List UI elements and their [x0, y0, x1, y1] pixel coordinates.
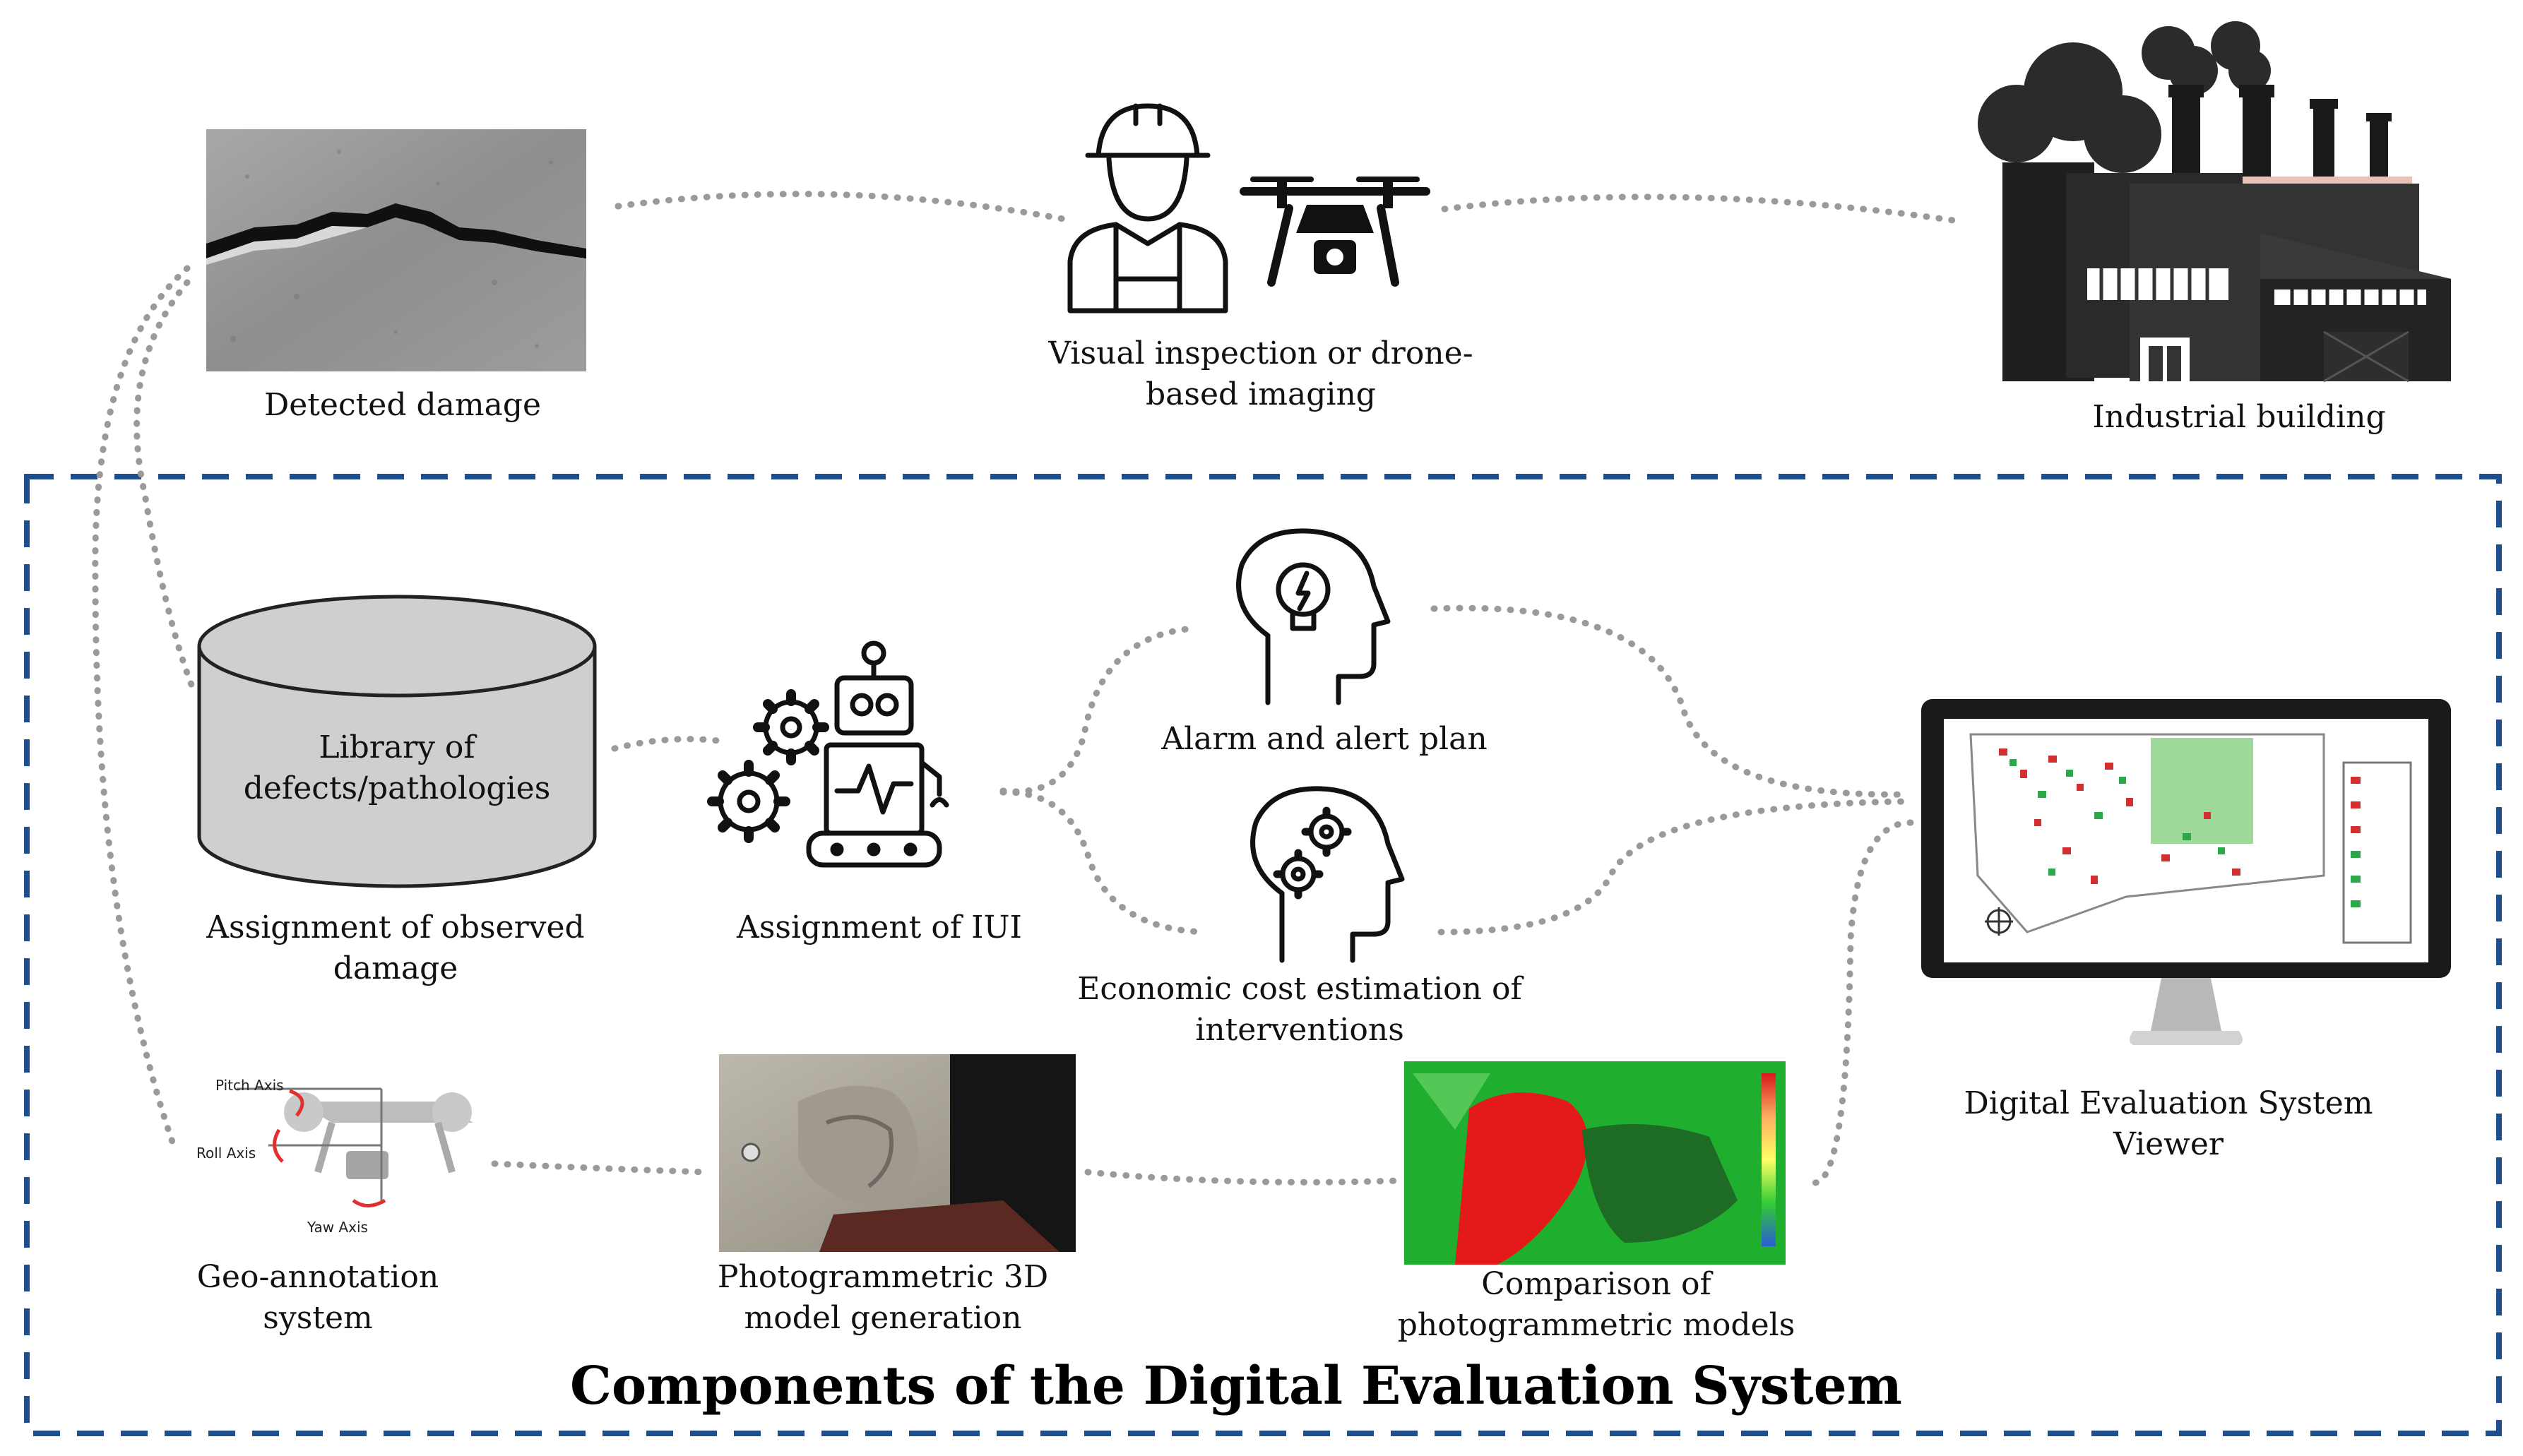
yaw-axis-label: Yaw Axis [307, 1219, 368, 1236]
connector-photogrammetry-comparison [1084, 1169, 1402, 1186]
connector-inspection-building [1441, 193, 1957, 224]
photogrammetry-photo [719, 1054, 1076, 1252]
connector-lines [92, 191, 1957, 1186]
damage-photo [206, 129, 586, 371]
comparison-heatmap [1404, 1061, 1786, 1265]
head-lightbulb-icon [1236, 528, 1391, 705]
visual-inspection-label: Visual inspection or drone- based imagin… [1048, 335, 1473, 412]
connector-geo-photogrammetry [491, 1160, 710, 1176]
monitor-viewer-icon [1921, 699, 2451, 1045]
industrial-building-icon [1978, 21, 2451, 383]
connector-cost-viewer [1437, 798, 1911, 936]
assignment-iui-label: Assignment of IUI [737, 909, 1022, 945]
industrial-building-label: Industrial building [2092, 399, 2386, 435]
viewer-label: Digital Evaluation System Viewer [1964, 1085, 2373, 1162]
drone-axes-icon [237, 1087, 473, 1207]
connector-library-iui [611, 736, 728, 752]
library-cylinder-icon [197, 595, 597, 888]
head-gears-icon [1250, 786, 1405, 963]
pitch-axis-label: Pitch Axis [215, 1077, 284, 1094]
comparison-label: Comparison of photogrammetric models [1397, 1266, 1795, 1343]
connector-iui-alarm [999, 625, 1197, 795]
connector-damage-inspection [615, 191, 1067, 222]
connector-alarm-viewer [1430, 604, 1911, 798]
photogrammetric-generation-label: Photogrammetric 3D model generation [717, 1259, 1049, 1336]
detected-damage-label: Detected damage [263, 387, 542, 423]
connector-damage-geo [92, 265, 191, 1147]
inspector-worker-icon [1067, 103, 1228, 314]
connector-viewer-comparison [1812, 819, 1914, 1186]
connector-iui-cost [999, 789, 1208, 936]
drone-icon [1240, 177, 1430, 287]
components-frame [24, 474, 2502, 1436]
roll-axis-label: Roll Axis [196, 1145, 256, 1162]
alarm-plan-label: Alarm and alert plan [1161, 721, 1488, 757]
assignment-damage-label: Assignment of observed damage [206, 909, 585, 986]
robot-gears-icon [707, 640, 949, 868]
geo-annotation-label: Geo-annotation system [196, 1259, 439, 1336]
library-label: Library of defects/pathologies [243, 729, 551, 806]
connector-damage-library [133, 279, 198, 696]
cost-estimation-label: Economic cost estimation of intervention… [1077, 971, 1522, 1048]
section-title: Components of the Digital Evaluation Sys… [570, 1356, 1902, 1416]
